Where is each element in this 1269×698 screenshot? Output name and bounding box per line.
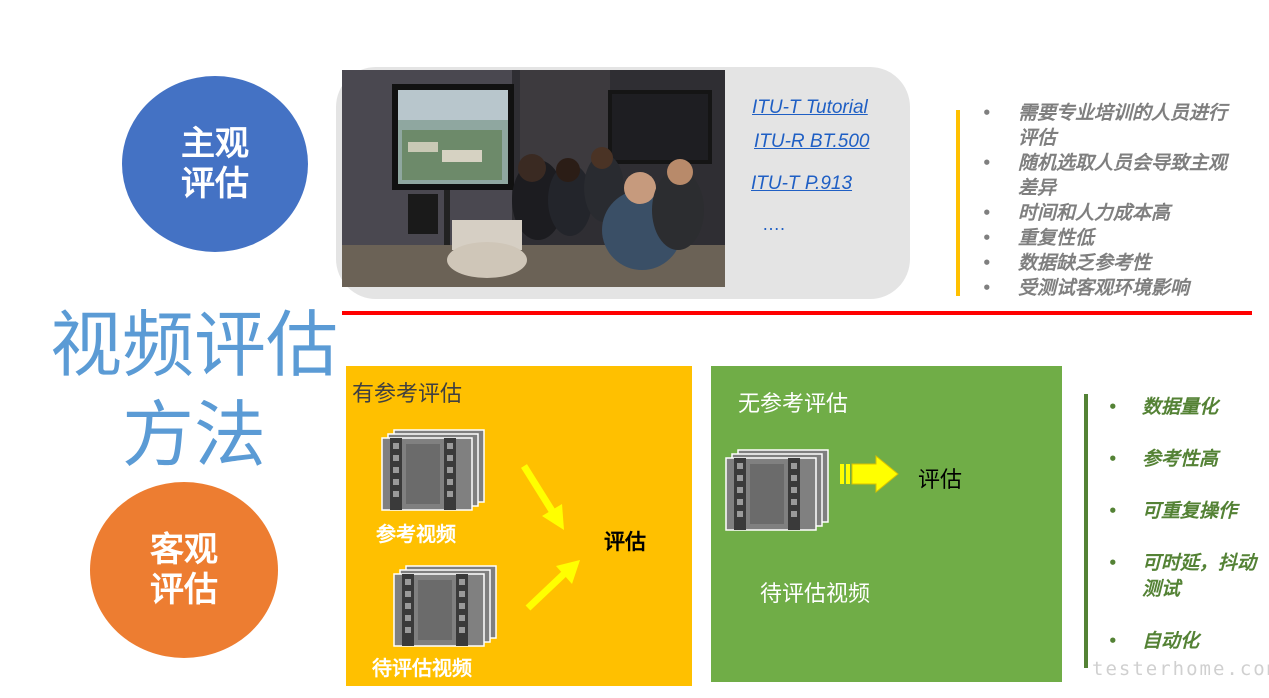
no-reference-result: 评估 — [918, 468, 963, 493]
drawback-item: 数据缺乏参考性 — [982, 251, 1242, 276]
advantage-item: 自动化 — [1108, 628, 1258, 654]
standard-link-itu-t-tutorial[interactable]: ITU-T Tutorial — [752, 97, 868, 118]
section-divider — [342, 311, 1252, 315]
subjective-drawbacks-list: 需要专业培训的人员进行评估 随机选取人员会导致主观差异 时间和人力成本高 重复性… — [982, 101, 1242, 301]
drawback-item: 时间和人力成本高 — [982, 201, 1242, 226]
objective-label: 客观评估 — [150, 530, 218, 610]
full-reference-result: 评估 — [604, 530, 646, 554]
subjective-label: 主观评估 — [181, 124, 249, 204]
drawbacks-bar — [956, 110, 960, 296]
advantage-item: 数据量化 — [1108, 394, 1258, 420]
standard-link-itu-t-p913[interactable]: ITU-T P.913 — [751, 173, 853, 194]
full-reference-title: 有参考评估 — [352, 382, 463, 407]
no-reference-film-icon — [724, 448, 832, 532]
advantage-item: 可时延，抖动测试 — [1108, 550, 1258, 602]
reference-video-label: 参考视频 — [376, 522, 456, 546]
no-reference-test-video-label: 待评估视频 — [760, 582, 871, 607]
arrow-down-right-icon — [520, 462, 570, 532]
standard-link-itu-r-bt500[interactable]: ITU-R BT.500 — [754, 131, 870, 152]
standards-more: …. — [762, 214, 786, 234]
advantage-item: 参考性高 — [1108, 446, 1258, 472]
subjective-circle: 主观评估 — [122, 76, 308, 252]
drawback-item: 受测试客观环境影响 — [982, 276, 1242, 301]
watermark: testerhome.com — [1092, 658, 1269, 680]
viewing-room-photo — [342, 70, 725, 287]
test-video-film-icon — [392, 564, 500, 648]
test-video-label: 待评估视频 — [372, 656, 472, 680]
advantages-bar — [1084, 394, 1088, 668]
main-title: 视频评估方法 — [49, 303, 338, 477]
block-arrow-right-icon — [838, 454, 900, 494]
no-reference-title: 无参考评估 — [738, 392, 849, 417]
drawback-item: 重复性低 — [982, 226, 1242, 251]
objective-circle: 客观评估 — [90, 482, 278, 658]
drawback-item: 需要专业培训的人员进行评估 — [982, 101, 1242, 151]
drawback-item: 随机选取人员会导致主观差异 — [982, 151, 1242, 201]
arrow-up-right-icon — [522, 556, 582, 612]
objective-advantages-list: 数据量化 参考性高 可重复操作 可时延，抖动测试 自动化 — [1108, 394, 1258, 654]
advantage-item: 可重复操作 — [1108, 498, 1258, 524]
reference-video-film-icon — [380, 428, 488, 512]
